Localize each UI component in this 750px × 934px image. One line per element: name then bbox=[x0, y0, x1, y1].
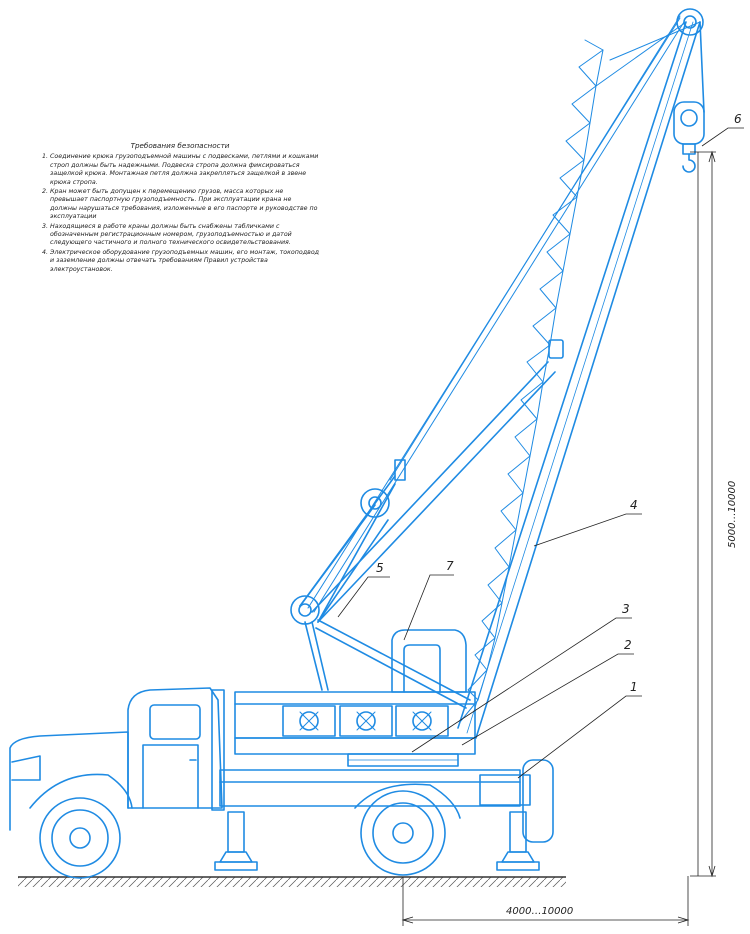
derrick-sheaves bbox=[290, 459, 406, 625]
strut bbox=[315, 619, 471, 709]
callout-5: 5 bbox=[376, 561, 384, 575]
callout-1: 1 bbox=[630, 680, 638, 694]
callout-4: 4 bbox=[630, 498, 638, 512]
front-wheel bbox=[39, 797, 121, 879]
safety-requirements: Требования безопасности Соединение крюка… bbox=[40, 141, 320, 275]
requirement-item: Кран может быть допущен к перемещению гр… bbox=[50, 188, 320, 222]
chassis-frame bbox=[219, 759, 554, 843]
ground bbox=[18, 876, 566, 887]
outriggers bbox=[214, 811, 540, 871]
truck-cab bbox=[127, 687, 225, 811]
lift-height-dimension: 5000…10000 bbox=[727, 480, 738, 548]
leader-lines bbox=[337, 127, 744, 779]
callout-6: 6 bbox=[734, 112, 742, 126]
requirement-item: Соединение крюка грузоподъемной машины с… bbox=[50, 153, 320, 187]
callout-7: 7 bbox=[446, 559, 454, 573]
operator-cab bbox=[391, 629, 467, 693]
dimension-lines bbox=[401, 150, 716, 926]
rear-wheel bbox=[354, 783, 461, 876]
truck-hood bbox=[9, 731, 133, 831]
turntable-deck bbox=[234, 691, 476, 755]
requirement-item: Электрическое оборудование грузоподъемны… bbox=[50, 249, 320, 274]
a-frame bbox=[299, 361, 556, 691]
hook-block bbox=[673, 101, 705, 173]
rope-system bbox=[299, 15, 685, 623]
callout-3: 3 bbox=[622, 602, 630, 616]
slewing-ring bbox=[347, 753, 459, 767]
requirement-item: Находящиеся в работе краны должны быть с… bbox=[50, 223, 320, 248]
callout-2: 2 bbox=[624, 638, 632, 652]
safety-requirements-list: Соединение крюка грузоподъемной машины с… bbox=[40, 153, 320, 274]
safety-requirements-title: Требования безопасности bbox=[130, 141, 230, 150]
outreach-dimension: 4000…10000 bbox=[506, 906, 574, 917]
boom bbox=[457, 21, 701, 739]
